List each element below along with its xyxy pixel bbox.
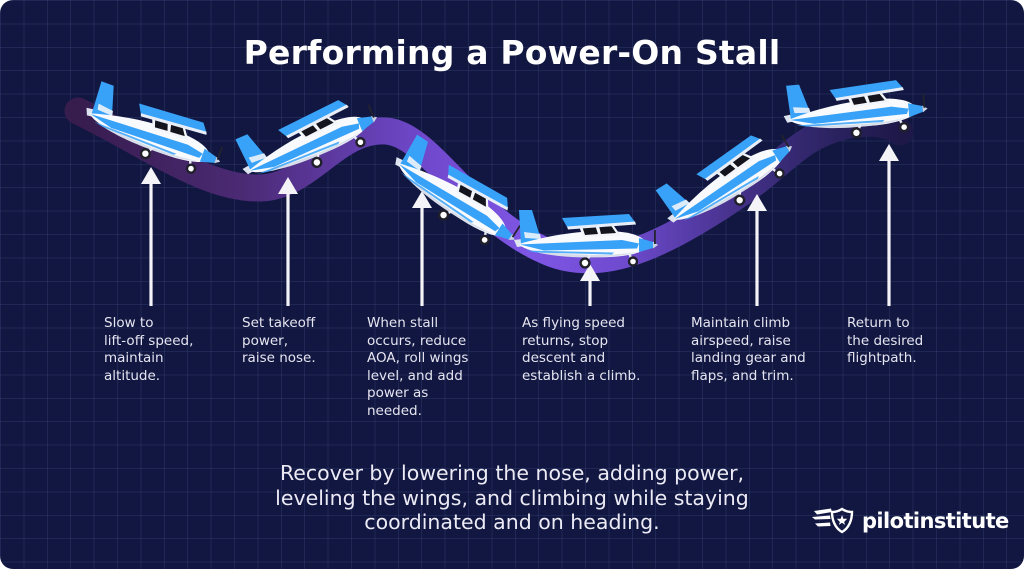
logo-wordmark: pilotinstitute	[862, 509, 1009, 533]
recover-summary-text: Recover by lowering the nose, adding pow…	[275, 461, 749, 534]
step-label-3: When stall occurs, reduce AOA, roll wing…	[367, 315, 469, 419]
arrow-up-icon	[278, 177, 298, 306]
page-title: Performing a Power-On Stall	[243, 33, 781, 72]
flight-path	[64, 97, 914, 274]
pilot-institute-logo: pilotinstitute	[812, 503, 1009, 539]
arrow-up-icon	[879, 144, 899, 306]
arrow-up-icon	[412, 191, 432, 306]
arrow-up-icon	[141, 167, 161, 306]
step-label-4: As flying speed returns, stop descent an…	[522, 315, 641, 384]
step-label-2: Set takeoff power, raise nose.	[242, 315, 316, 366]
winged-shield-star-icon	[812, 507, 854, 534]
arrow-up-icon	[747, 194, 767, 306]
arrow-up-icon	[580, 264, 600, 306]
step-label-5: Maintain climb airspeed, raise landing g…	[691, 315, 806, 384]
step-label-1: Slow to lift-off speed, maintain altitud…	[104, 315, 194, 384]
step-label-6: Return to the desired flightpath.	[847, 315, 924, 366]
